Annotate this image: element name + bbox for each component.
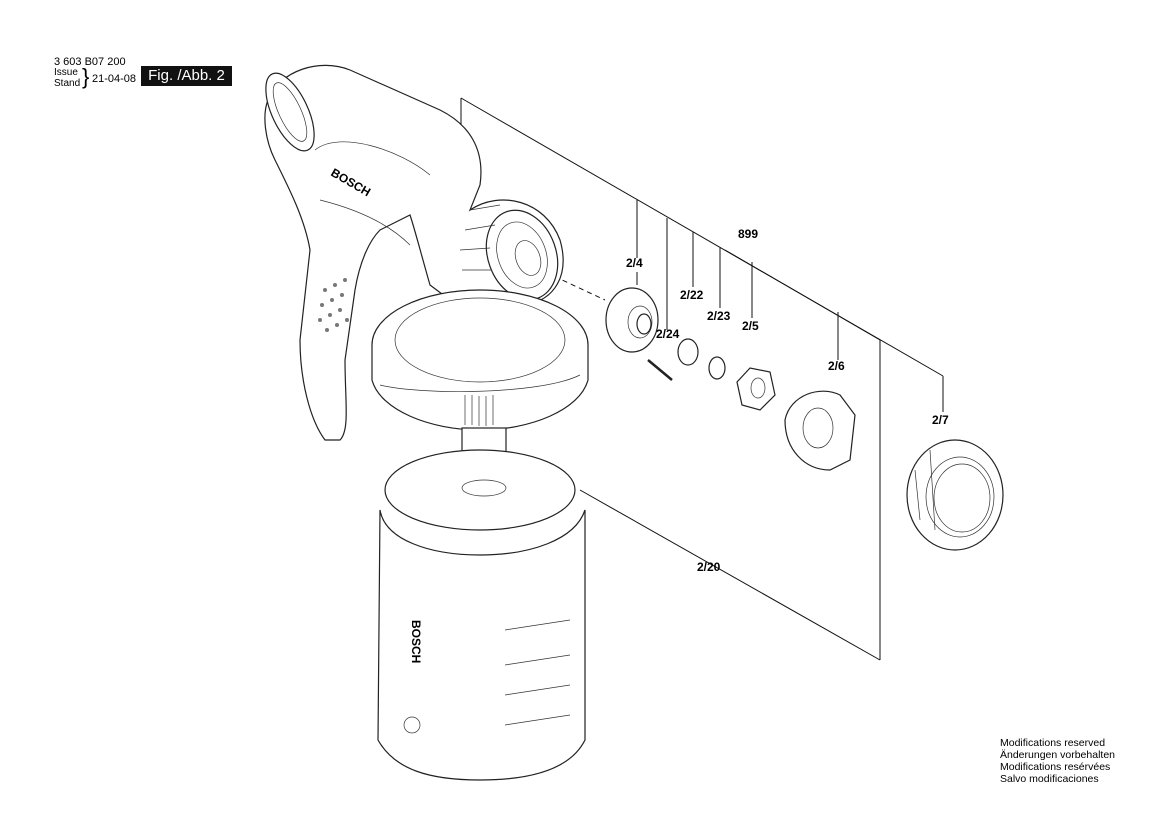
part-number: 3 603 B07 200 [54, 56, 126, 68]
paint-cup: BOSCH [377, 427, 586, 781]
callout-2-5: 2/5 [742, 319, 759, 333]
part-2-6-air-cap [784, 390, 856, 471]
part-2-4-valve [605, 287, 659, 353]
cup-lid [371, 289, 589, 431]
callout-2-4: 2/4 [626, 256, 643, 270]
part-2-22-o-ring [677, 338, 699, 366]
figure-label: Fig. /Abb. 2 [141, 66, 232, 86]
brace-glyph: } [82, 64, 90, 89]
callout-2-22: 2/22 [680, 288, 704, 302]
part-2-23-o-ring [708, 356, 726, 380]
part-2-5-nozzle [736, 367, 776, 411]
callout-899: 899 [738, 227, 758, 241]
stand-label: Stand [54, 78, 81, 89]
leader-lines [460, 97, 944, 661]
callout-2-24: 2/24 [656, 327, 680, 341]
issue-date: 21-04-08 [92, 73, 137, 85]
spray-gun-body: BOSCH [264, 64, 564, 441]
modifications-line: Modifications resérvées [1000, 761, 1111, 773]
modifications-line: Änderungen vorbehalten [1000, 749, 1116, 761]
issue-stand-labels: Issue Stand [54, 67, 80, 89]
modifications-line: Modifications reserved [1000, 737, 1106, 749]
part-2-24-screw [647, 359, 673, 381]
callout-2-7: 2/7 [932, 413, 949, 427]
issue-label: Issue [54, 67, 78, 78]
modifications-notice: Modifications reserved Änderungen vorbeh… [1000, 737, 1115, 785]
callout-2-23: 2/23 [707, 309, 731, 323]
part-2-7-union-nut [906, 439, 1004, 551]
modifications-line: Salvo modificaciones [1000, 773, 1099, 785]
callout-2-20: 2/20 [697, 560, 721, 574]
callout-2-6: 2/6 [828, 359, 845, 373]
brand-logo-cup: BOSCH [409, 620, 423, 663]
